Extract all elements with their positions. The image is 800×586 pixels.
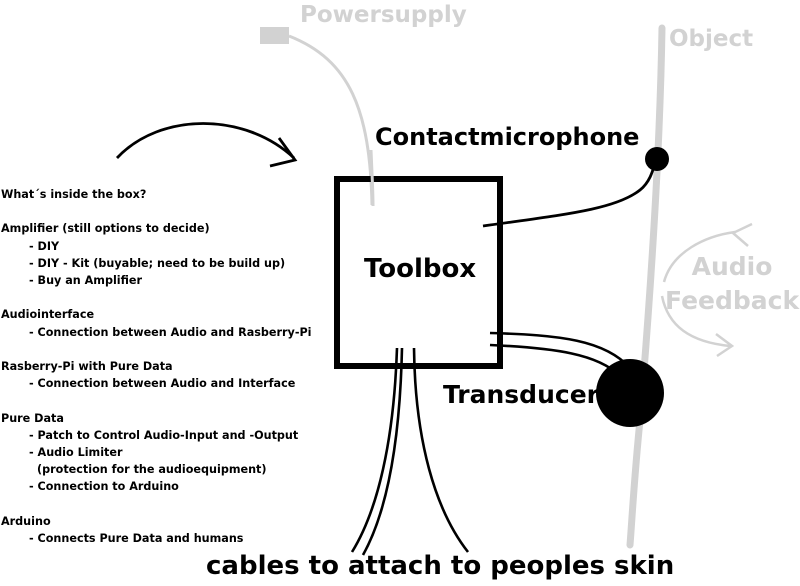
object-label: Object [669, 26, 754, 52]
notes-item: - DIY [29, 239, 60, 253]
cables-label: cables to attach to peoples skin [206, 551, 675, 581]
audio-feedback-line1: Audio [691, 252, 773, 281]
notes-section-title: Amplifier (still options to decide) [1, 222, 210, 236]
contactmic-cable [482, 162, 657, 228]
notes-section-title: Rasberry-Pi with Pure Data [1, 359, 173, 373]
notes-item: - Connection between Audio and Interface [29, 377, 296, 391]
contactmicrophone-label: Contactmicrophone [375, 123, 640, 151]
notes-question: What´s inside the box? [1, 188, 147, 201]
notes-item: - Connects Pure Data and humans [29, 531, 244, 545]
notes-item: - Connection between Audio and Rasberry-… [29, 325, 312, 339]
notes-section-title: Pure Data [1, 411, 64, 425]
powersupply-plug [260, 27, 289, 44]
object-line [626, 24, 666, 549]
notes-item: - DIY - Kit (buyable; need to be build u… [29, 256, 286, 270]
notes-section-title: Arduino [1, 514, 51, 528]
transducer-dot [596, 359, 664, 427]
notes-item: - Connection to Arduino [29, 480, 179, 494]
audio-feedback-line2: Feedback [665, 286, 800, 315]
transducer-label: Transducer [443, 380, 599, 409]
notes-item: (protection for the audioequipment) [37, 463, 267, 477]
feedback-arrowhead-bottom [715, 333, 735, 358]
notes-section: Amplifier (still options to decide) - DIY… [1, 220, 312, 289]
powersupply-label: Powersupply [300, 2, 467, 28]
contactmic-dot [645, 147, 669, 171]
notes-item: - Buy an Amplifier [29, 274, 143, 287]
skin-cable-right [412, 347, 470, 553]
transducer-cable-1 [489, 331, 631, 369]
powersupply-cable [288, 34, 374, 206]
notes-section: Pure Data - Patch to Control Audio-Input … [1, 410, 312, 496]
notes-section: Arduino - Connects Pure Data and humans [1, 513, 312, 547]
feedback-arrow-bottom [660, 295, 731, 348]
toolbox-label: Toolbox [364, 254, 477, 284]
curved-arrow [115, 122, 295, 160]
feedback-arrowhead-top [730, 222, 753, 247]
notes-section: Rasberry-Pi with Pure Data - Connection b… [1, 358, 312, 392]
curved-arrowhead [269, 137, 298, 168]
notes-section: Audiointerface - Connection between Audio… [1, 306, 312, 340]
notes-item: - Patch to Control Audio-Input and -Outp… [29, 428, 299, 442]
powersupply-cable-end [369, 149, 375, 207]
notes-list: What´s inside the box? Amplifier (still … [1, 186, 312, 564]
notes-section-title: Audiointerface [1, 308, 95, 322]
toolbox-box [334, 176, 503, 369]
notes-sections: Amplifier (still options to decide) - DIY… [1, 220, 312, 547]
skin-cable-left-2 [361, 347, 404, 556]
transducer-cable-2 [489, 343, 621, 377]
audio-feedback-label: Audio Feedback [665, 250, 799, 318]
notes-item: - Audio Limiter [29, 445, 123, 459]
skin-cable-left-1 [350, 347, 399, 553]
feedback-arrow-top [662, 230, 736, 283]
